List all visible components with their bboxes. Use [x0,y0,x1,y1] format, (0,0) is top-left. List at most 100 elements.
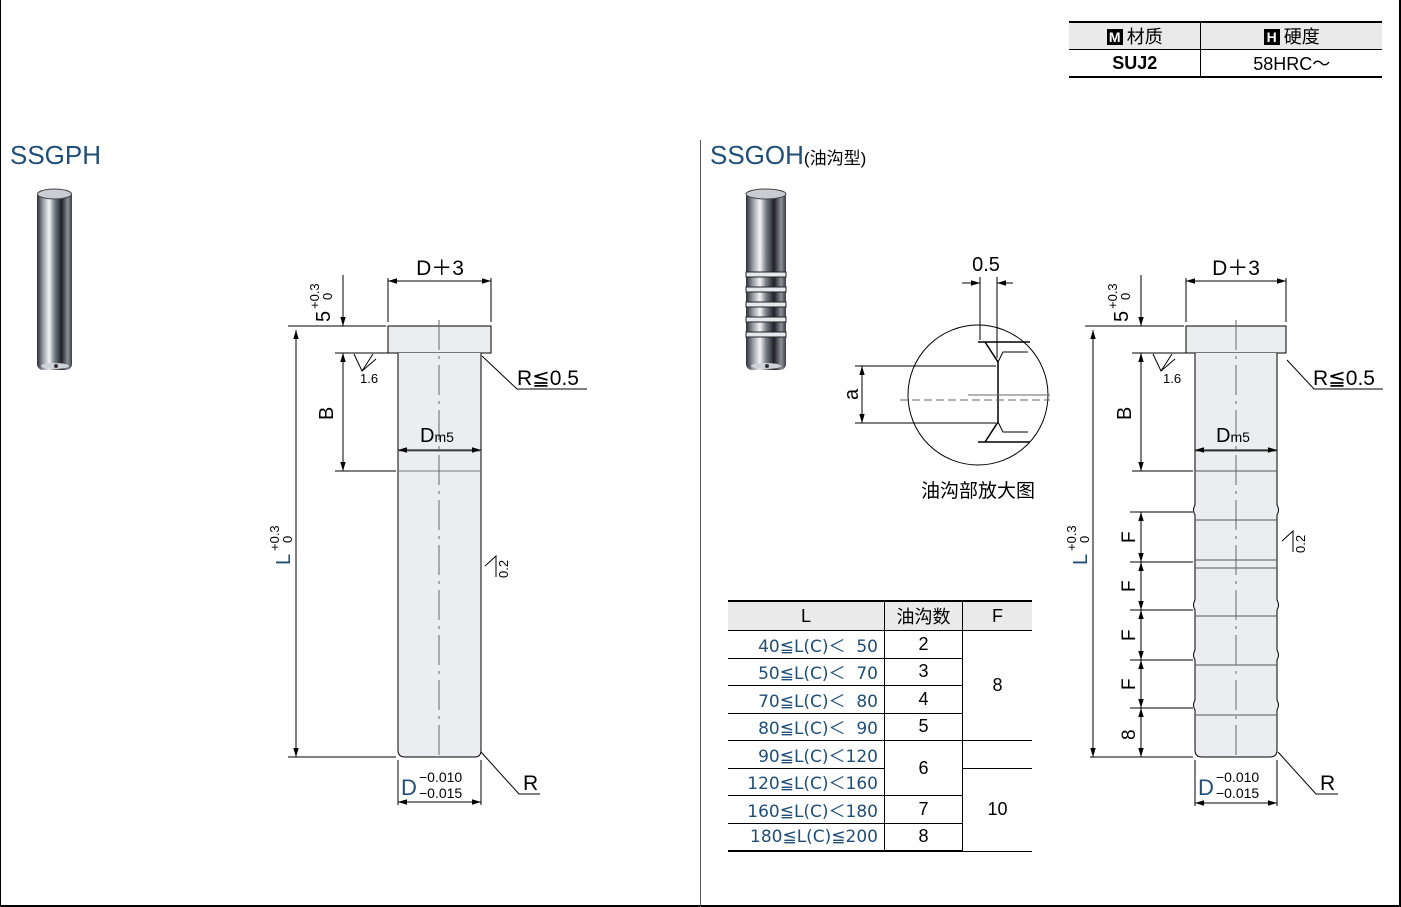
ssgph-roughness-head: 1.6 [360,371,378,386]
ssgoh-f-label-2: F [1119,580,1140,592]
ssgph-head-height-dim: 5 +0.3 0 [307,283,335,322]
ssgoh-bottom-label: 8 [1119,729,1140,740]
oil-table-row: 80≦L(C)＜ 90 5 [728,713,1032,741]
oil-groove-table: L 油沟数 F 40≦L(C)＜ 50 2 8 50≦L(C)＜ 70 3 70… [728,600,1032,852]
oil-table-row: 120≦L(C)＜160 10 [728,767,1032,852]
oil-table-row: 90≦L(C)＜120 6 [728,740,1032,796]
oil-table-row: 180≦L(C)≦200 8 [728,823,1032,852]
ssgph-diameter-tol-lower: −0.015 [419,785,462,801]
detail-a-label: a [841,388,863,400]
oil-table-row: 50≦L(C)＜ 70 3 [728,658,1032,686]
oil-row-count: 8 [884,823,963,852]
ssgoh-dm5-sub: m5 [1230,429,1250,445]
oil-row-range: 80≦L(C)＜ 90 [728,713,885,741]
material-table-values: SUJ2 58HRC～ [1069,49,1382,78]
ssgoh-b-label: B [1114,407,1136,420]
hardness-value: 58HRC～ [1200,49,1382,78]
hardness-header-label: 硬度 [1283,27,1320,47]
ssgoh-length-tol-upper: +0.3 [1064,525,1079,551]
oil-table-row: 40≦L(C)＜ 50 2 8 [728,630,1032,741]
ssgoh-head-width-label: D＋3 [1212,257,1260,280]
oil-table-row: 70≦L(C)＜ 80 4 [728,685,1032,714]
oil-row-range: 180≦L(C)≦200 [728,823,885,852]
ssgoh-end-radius-label: R [1320,772,1335,795]
ssgoh-dm5-main: D [1216,425,1230,447]
ssgph-roughness-body: 0.2 [496,560,511,578]
oil-groove-detail [855,277,1050,466]
ssgoh-head-height-value: 5 [1111,311,1133,322]
oil-header-count: 油沟数 [884,600,963,631]
ssgph-head-height-value: 5 [313,311,335,322]
ssgph-head-width-label: D＋3 [416,257,464,280]
ssgoh-roughness-head: 1.6 [1163,371,1181,386]
ssgoh-diameter-label: D [1198,775,1214,800]
ssgph-dm5-main: D [420,425,434,447]
ssgoh-radius-label: R≦0.5 [1313,367,1375,390]
oil-row-range: 160≦L(C)＜180 [728,795,885,824]
ssgoh-title-text: SSGOH [710,140,804,170]
ssgoh-head-height-tol-upper: +0.3 [1105,283,1120,309]
oil-row-count: 2 [884,630,963,659]
oil-row-range: 90≦L(C)＜120 [728,740,885,769]
oil-table-header: L 油沟数 F [728,600,1032,631]
detail-caption: 油沟部放大图 [921,480,1035,502]
ssgph-length-dim: L +0.3 0 [267,525,295,565]
ssgph-diameter-label: D [401,775,417,800]
oil-row-range: 40≦L(C)＜ 50 [728,630,885,659]
ssgoh-head-height-tol-lower: 0 [1118,293,1133,300]
ssgoh-roughness-body: 0.2 [1293,535,1308,553]
ssgoh-photo [745,188,787,370]
oil-row-range: 50≦L(C)＜ 70 [728,658,885,686]
ssgph-head-height-tol-upper: +0.3 [307,283,322,309]
ssgph-b-label: B [316,407,338,420]
frame-left-border [0,0,1,907]
ssgph-dm5-label: Dm5 [420,425,454,447]
oil-table-row: 160≦L(C)＜180 7 [728,795,1032,824]
ssgph-length-tol-lower: 0 [280,536,295,543]
ssgoh-dm5-label: Dm5 [1216,425,1250,447]
oil-f-value-8: 8 [962,630,1032,741]
material-header-label: 材质 [1126,27,1163,47]
ssgoh-f-label-1: F [1119,531,1140,543]
material-badge-icon: M [1106,29,1123,45]
ssgph-head-height-tol-lower: 0 [320,293,335,300]
oil-row-count: 4 [884,685,963,714]
oil-row-count-merged: 6 [884,740,963,796]
ssgph-title: SSGPH [10,140,102,170]
ssgph-diameter-tol-upper: −0.010 [419,769,462,785]
panel-divider [700,140,701,907]
hardness-badge-icon: H [1263,29,1280,45]
ssgoh-diameter-tol-upper: −0.010 [1216,769,1259,785]
oil-row-count: 3 [884,658,963,686]
oil-header-f: F [962,600,1032,631]
oil-f-value-10: 10 [962,767,1032,852]
detail-width-label: 0.5 [972,254,1000,276]
material-value: SUJ2 [1069,49,1201,78]
ssgoh-f-label-4: F [1119,678,1140,690]
ssgoh-diameter-tol-lower: −0.015 [1216,785,1259,801]
ssgph-dm5-sub: m5 [434,429,454,445]
ssgoh-length-label: L [1070,554,1092,565]
frame-right-border [1399,0,1401,907]
ssgoh-title: SSGOH(油沟型) [710,140,866,171]
ssgoh-drawing [1085,275,1383,806]
ssgoh-title-suffix: (油沟型) [803,149,867,168]
oil-row-range: 70≦L(C)＜ 80 [728,685,885,714]
oil-f-cell-empty [962,740,1032,768]
ssgoh-head-height-dim: 5 +0.3 0 [1105,283,1133,322]
ssgph-radius-label: R≦0.5 [517,367,579,390]
oil-row-count: 5 [884,713,963,741]
ssgph-length-tol-upper: +0.3 [267,525,282,551]
oil-row-count: 7 [884,795,963,824]
ssgph-drawing [288,275,587,805]
oil-header-l: L [728,600,885,631]
ssgoh-length-tol-lower: 0 [1077,536,1092,543]
ssgoh-length-dim: L +0.3 0 [1064,525,1092,565]
ssgoh-f-label-3: F [1119,629,1140,641]
ssgph-end-radius-label: R [523,772,538,795]
